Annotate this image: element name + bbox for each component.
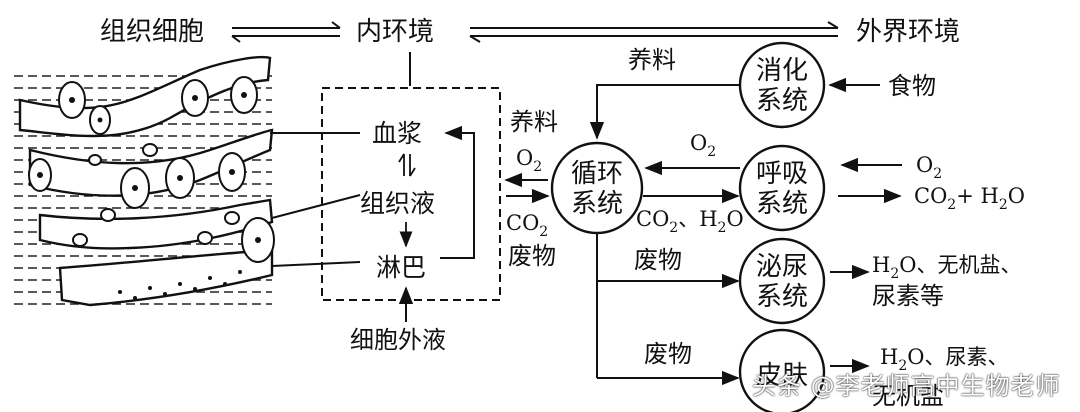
illustration-pointers bbox=[270, 132, 361, 267]
co2-h2o-resp-label: CO2、H2O bbox=[636, 207, 744, 236]
tissue-cells bbox=[28, 76, 275, 263]
urinary-line2: 系统 bbox=[756, 282, 808, 312]
lymph-to-plasma-arrow bbox=[440, 125, 475, 259]
plasma-label: 血浆 bbox=[372, 119, 422, 148]
digestive-line1: 消化 bbox=[756, 56, 808, 86]
o2-left-label: O2 bbox=[516, 146, 542, 175]
plasma-tissue-fluid-harpoons bbox=[398, 153, 416, 177]
food-label: 食物 bbox=[888, 72, 936, 100]
tissue-cells-label: 组织细胞 bbox=[100, 17, 204, 47]
tissue-fluid-label: 组织液 bbox=[360, 189, 435, 218]
tissue-illustration bbox=[14, 55, 275, 307]
respiratory-system-node bbox=[738, 144, 826, 232]
double-harpoon-cells-internal bbox=[231, 21, 341, 43]
circulatory-line1: 循环 bbox=[571, 159, 623, 189]
co2-left-label: CO2 bbox=[506, 211, 548, 240]
co2-out-label: CO2+ H2O bbox=[914, 184, 1025, 213]
lymph-dots bbox=[118, 270, 242, 300]
waste-urinary-label: 废物 bbox=[634, 246, 682, 274]
respiratory-line2: 系统 bbox=[756, 189, 808, 219]
watermark: 头条 @李老师高中生物老师 bbox=[752, 372, 1061, 400]
internal-environment-label: 内环境 bbox=[356, 17, 434, 47]
ecf-label: 细胞外液 bbox=[350, 326, 446, 354]
waste-skin-label: 废物 bbox=[644, 340, 692, 368]
circulatory-line2: 系统 bbox=[571, 189, 623, 219]
o2-in-label: O2 bbox=[916, 153, 942, 182]
urinary-output-line1: H2O、无机盐、 bbox=[872, 253, 1021, 282]
urinary-system-node bbox=[738, 237, 826, 325]
digestive-line2: 系统 bbox=[756, 86, 808, 116]
skin-output-line2: 无机盐 bbox=[872, 382, 944, 410]
respiratory-line1: 呼吸 bbox=[756, 159, 808, 189]
urinary-line1: 泌尿 bbox=[756, 252, 808, 282]
waste-left-label: 废物 bbox=[508, 242, 556, 270]
external-environment-label: 外界环境 bbox=[856, 17, 960, 47]
nutrients-top-arrow bbox=[589, 84, 740, 140]
double-harpoon-internal-external bbox=[469, 21, 839, 43]
skin-label: 皮肤 bbox=[756, 361, 808, 391]
o2-resp-label: O2 bbox=[690, 131, 716, 160]
nutrients-top-label: 养料 bbox=[628, 46, 676, 74]
urinary-output-line2: 尿素等 bbox=[872, 282, 944, 310]
lymph-label: 淋巴 bbox=[376, 253, 426, 282]
nutrients-mid-label: 养料 bbox=[510, 108, 558, 136]
cell-nuclei bbox=[37, 92, 261, 243]
skin-node bbox=[738, 328, 826, 412]
blood-vessels bbox=[18, 55, 274, 307]
